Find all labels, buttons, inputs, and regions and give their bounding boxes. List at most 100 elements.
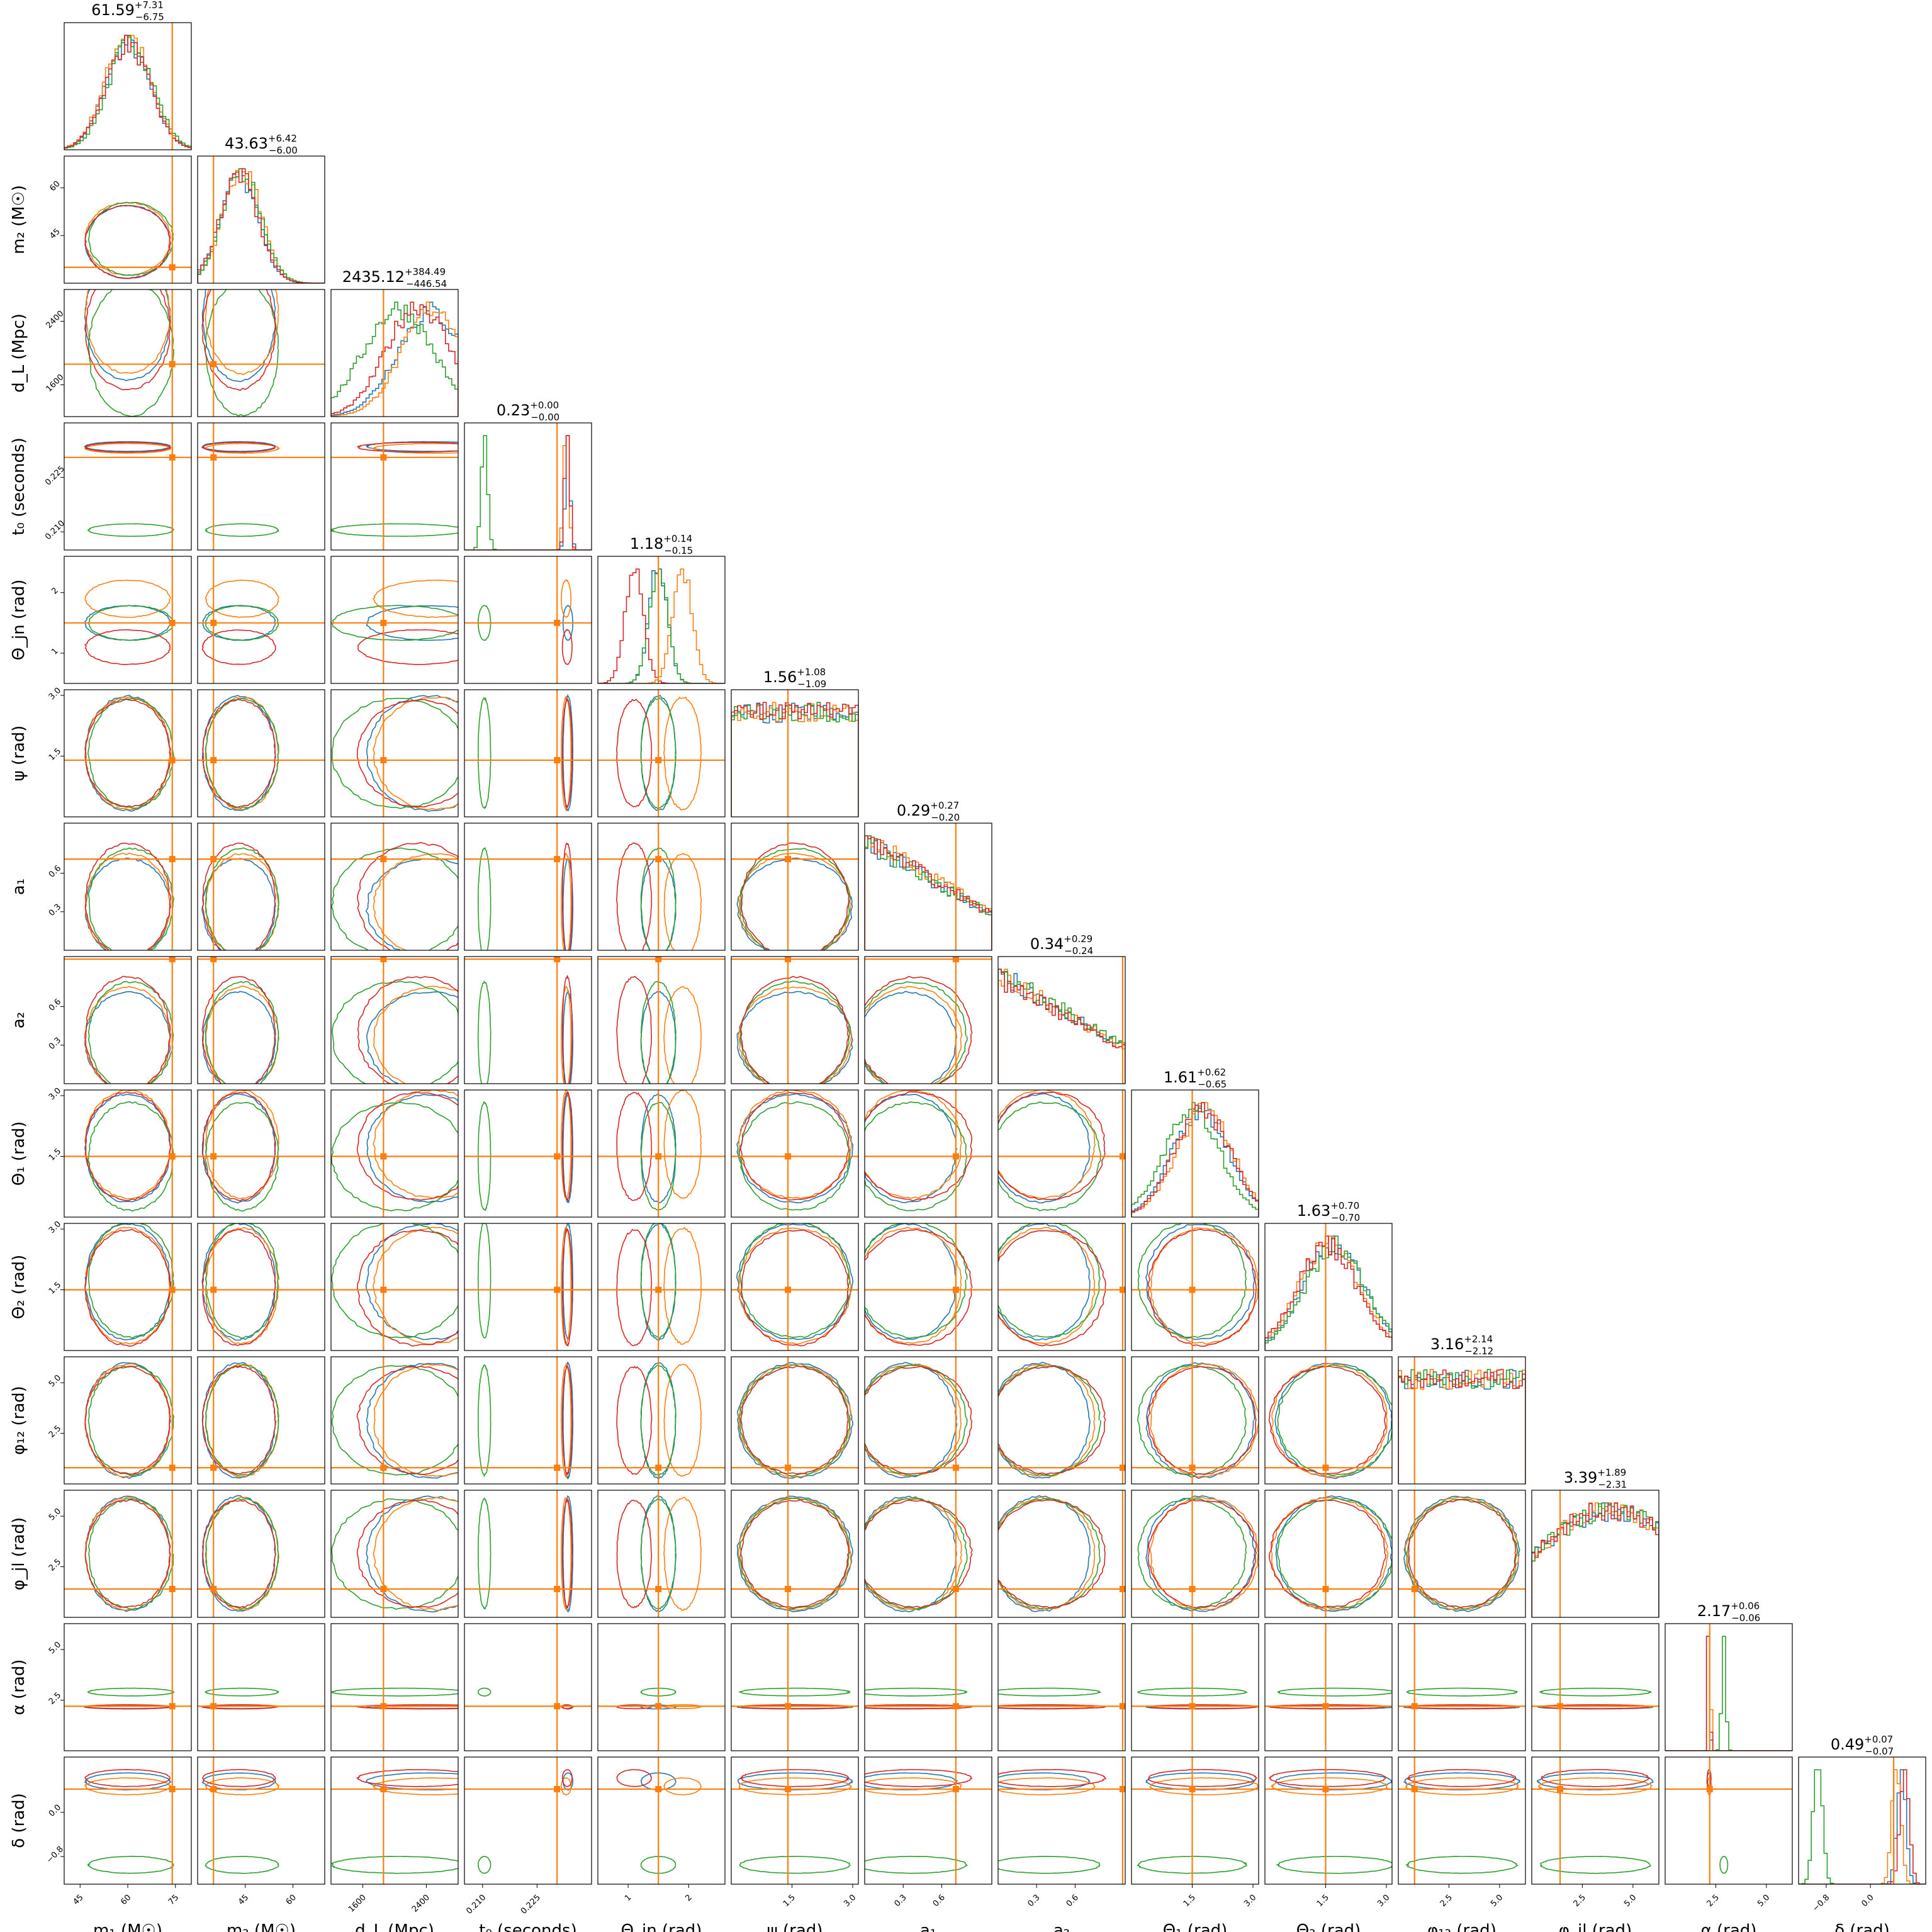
panel-frame bbox=[464, 689, 592, 817]
truth-marker bbox=[380, 756, 387, 763]
panel-frame bbox=[330, 689, 459, 817]
contour-series-3 bbox=[998, 1704, 1106, 1710]
truth-marker bbox=[655, 957, 662, 963]
panel-frame bbox=[1264, 1623, 1393, 1751]
contour-series-2 bbox=[640, 981, 677, 1084]
contour-series-0 bbox=[201, 1223, 276, 1341]
x-tick-label: 2.5 bbox=[1572, 1893, 1588, 1909]
contour-series-2 bbox=[739, 1364, 850, 1477]
contour-panel-dL-thetajn bbox=[331, 556, 458, 683]
contour-series-3 bbox=[201, 289, 276, 391]
hist-panel-psi bbox=[731, 690, 858, 817]
contour-series-3 bbox=[616, 1500, 653, 1609]
x-tick-label: 1.5 bbox=[1182, 1893, 1198, 1909]
hist-series-3 bbox=[1132, 1102, 1259, 1217]
contour-series-1 bbox=[865, 1497, 963, 1610]
contour-series-2 bbox=[477, 847, 491, 950]
contour-series-1 bbox=[205, 579, 279, 618]
hist-panel-theta2 bbox=[1265, 1223, 1392, 1351]
hist-series-3 bbox=[331, 301, 458, 417]
contour-series-3 bbox=[561, 698, 573, 808]
panel-frame bbox=[1665, 1756, 1793, 1885]
panel-frame bbox=[1131, 1756, 1259, 1885]
contour-series-0 bbox=[201, 289, 276, 383]
contour-series-2 bbox=[1719, 1855, 1729, 1874]
panel-frame bbox=[997, 1223, 1126, 1351]
contour-series-2 bbox=[739, 1498, 851, 1610]
truth-marker bbox=[169, 1785, 176, 1792]
truth-marker bbox=[1119, 1286, 1125, 1293]
panel-frame bbox=[597, 823, 726, 951]
contour-series-1 bbox=[1270, 1777, 1388, 1795]
contour-series-3 bbox=[865, 1091, 973, 1201]
contour-series-1 bbox=[373, 697, 458, 811]
contour-panel-m1-delta bbox=[64, 1757, 191, 1884]
contour-series-0 bbox=[998, 1361, 1091, 1479]
contour-series-0 bbox=[737, 1772, 853, 1790]
contour-series-3 bbox=[741, 842, 850, 950]
contour-panel-phi12-delta bbox=[1398, 1757, 1525, 1884]
panel-frame bbox=[597, 689, 726, 817]
contour-series-2 bbox=[477, 1223, 491, 1339]
truth-marker bbox=[655, 856, 662, 863]
contour-series-2 bbox=[87, 1855, 174, 1874]
panel-frame bbox=[997, 1356, 1126, 1485]
contour-series-0 bbox=[1536, 1772, 1654, 1790]
truth-marker bbox=[169, 1464, 176, 1471]
truth-marker bbox=[169, 264, 176, 271]
x-tick-label: 1600 bbox=[347, 1893, 368, 1914]
contour-panel-m1-t0 bbox=[64, 423, 191, 550]
truth-marker bbox=[169, 1703, 176, 1710]
x-axis-label-m2: m₂ (M☉) bbox=[227, 1921, 296, 1932]
contour-series-0 bbox=[562, 694, 574, 812]
hist-panel-m2 bbox=[198, 156, 325, 283]
contour-panel-dL-psi bbox=[331, 690, 458, 817]
y-axis-label-thetajn: Θ_jn (rad) bbox=[9, 580, 28, 661]
contour-series-3 bbox=[84, 1091, 172, 1201]
y-axis-label-alpha: α (rad) bbox=[9, 1660, 28, 1716]
contour-series-3 bbox=[998, 1769, 1106, 1787]
x-tick-label: 5.0 bbox=[1489, 1893, 1505, 1909]
contour-panel-psi-a1 bbox=[731, 823, 858, 950]
contour-panel-a2-phijl bbox=[998, 1490, 1125, 1617]
panel-frame bbox=[731, 823, 859, 951]
contour-panel-m1-theta1 bbox=[64, 1090, 191, 1217]
truth-marker bbox=[655, 1153, 662, 1160]
panel-frame bbox=[64, 1623, 192, 1751]
contour-series-1 bbox=[373, 853, 458, 950]
contour-series-0 bbox=[998, 1495, 1091, 1612]
truth-marker bbox=[380, 1585, 387, 1592]
contour-series-3 bbox=[998, 1366, 1106, 1475]
contour-panel-alpha-delta bbox=[1665, 1757, 1792, 1884]
contour-series-2 bbox=[331, 1223, 458, 1339]
contour-panel-dL-phijl bbox=[331, 1490, 458, 1617]
contour-panel-m2-theta2 bbox=[198, 1223, 325, 1351]
panel-frame bbox=[197, 1223, 325, 1351]
truth-marker bbox=[1189, 1585, 1196, 1592]
truth-marker bbox=[210, 856, 217, 863]
contour-series-1 bbox=[998, 1090, 1096, 1199]
truth-marker bbox=[1322, 1585, 1329, 1592]
truth-marker bbox=[169, 1153, 176, 1160]
x-tick-label: 0.0 bbox=[1860, 1893, 1875, 1909]
contour-panel-dL-theta2 bbox=[331, 1223, 458, 1351]
contour-series-3 bbox=[865, 1366, 973, 1474]
truth-marker bbox=[169, 756, 176, 763]
contour-series-2 bbox=[998, 1223, 1101, 1338]
contour-series-3 bbox=[1540, 1768, 1650, 1787]
panel-frame bbox=[1398, 1356, 1526, 1485]
contour-series-2 bbox=[205, 289, 279, 417]
hist-series-0 bbox=[998, 969, 1125, 1084]
contour-series-1 bbox=[738, 1363, 852, 1478]
contour-series-2 bbox=[998, 1855, 1101, 1874]
contour-series-3 bbox=[998, 1499, 1106, 1609]
x-tick-label: 60 bbox=[119, 1893, 133, 1907]
contour-series-1 bbox=[205, 1777, 280, 1795]
contour-series-1 bbox=[560, 1090, 572, 1200]
panel-frame bbox=[864, 1223, 992, 1351]
contour-panel-t0-thetajn bbox=[464, 556, 592, 683]
contour-series-3 bbox=[998, 1091, 1106, 1201]
contour-series-2 bbox=[865, 1687, 968, 1697]
contour-series-1 bbox=[663, 696, 702, 811]
x-tick-label: 5.0 bbox=[1756, 1893, 1772, 1909]
